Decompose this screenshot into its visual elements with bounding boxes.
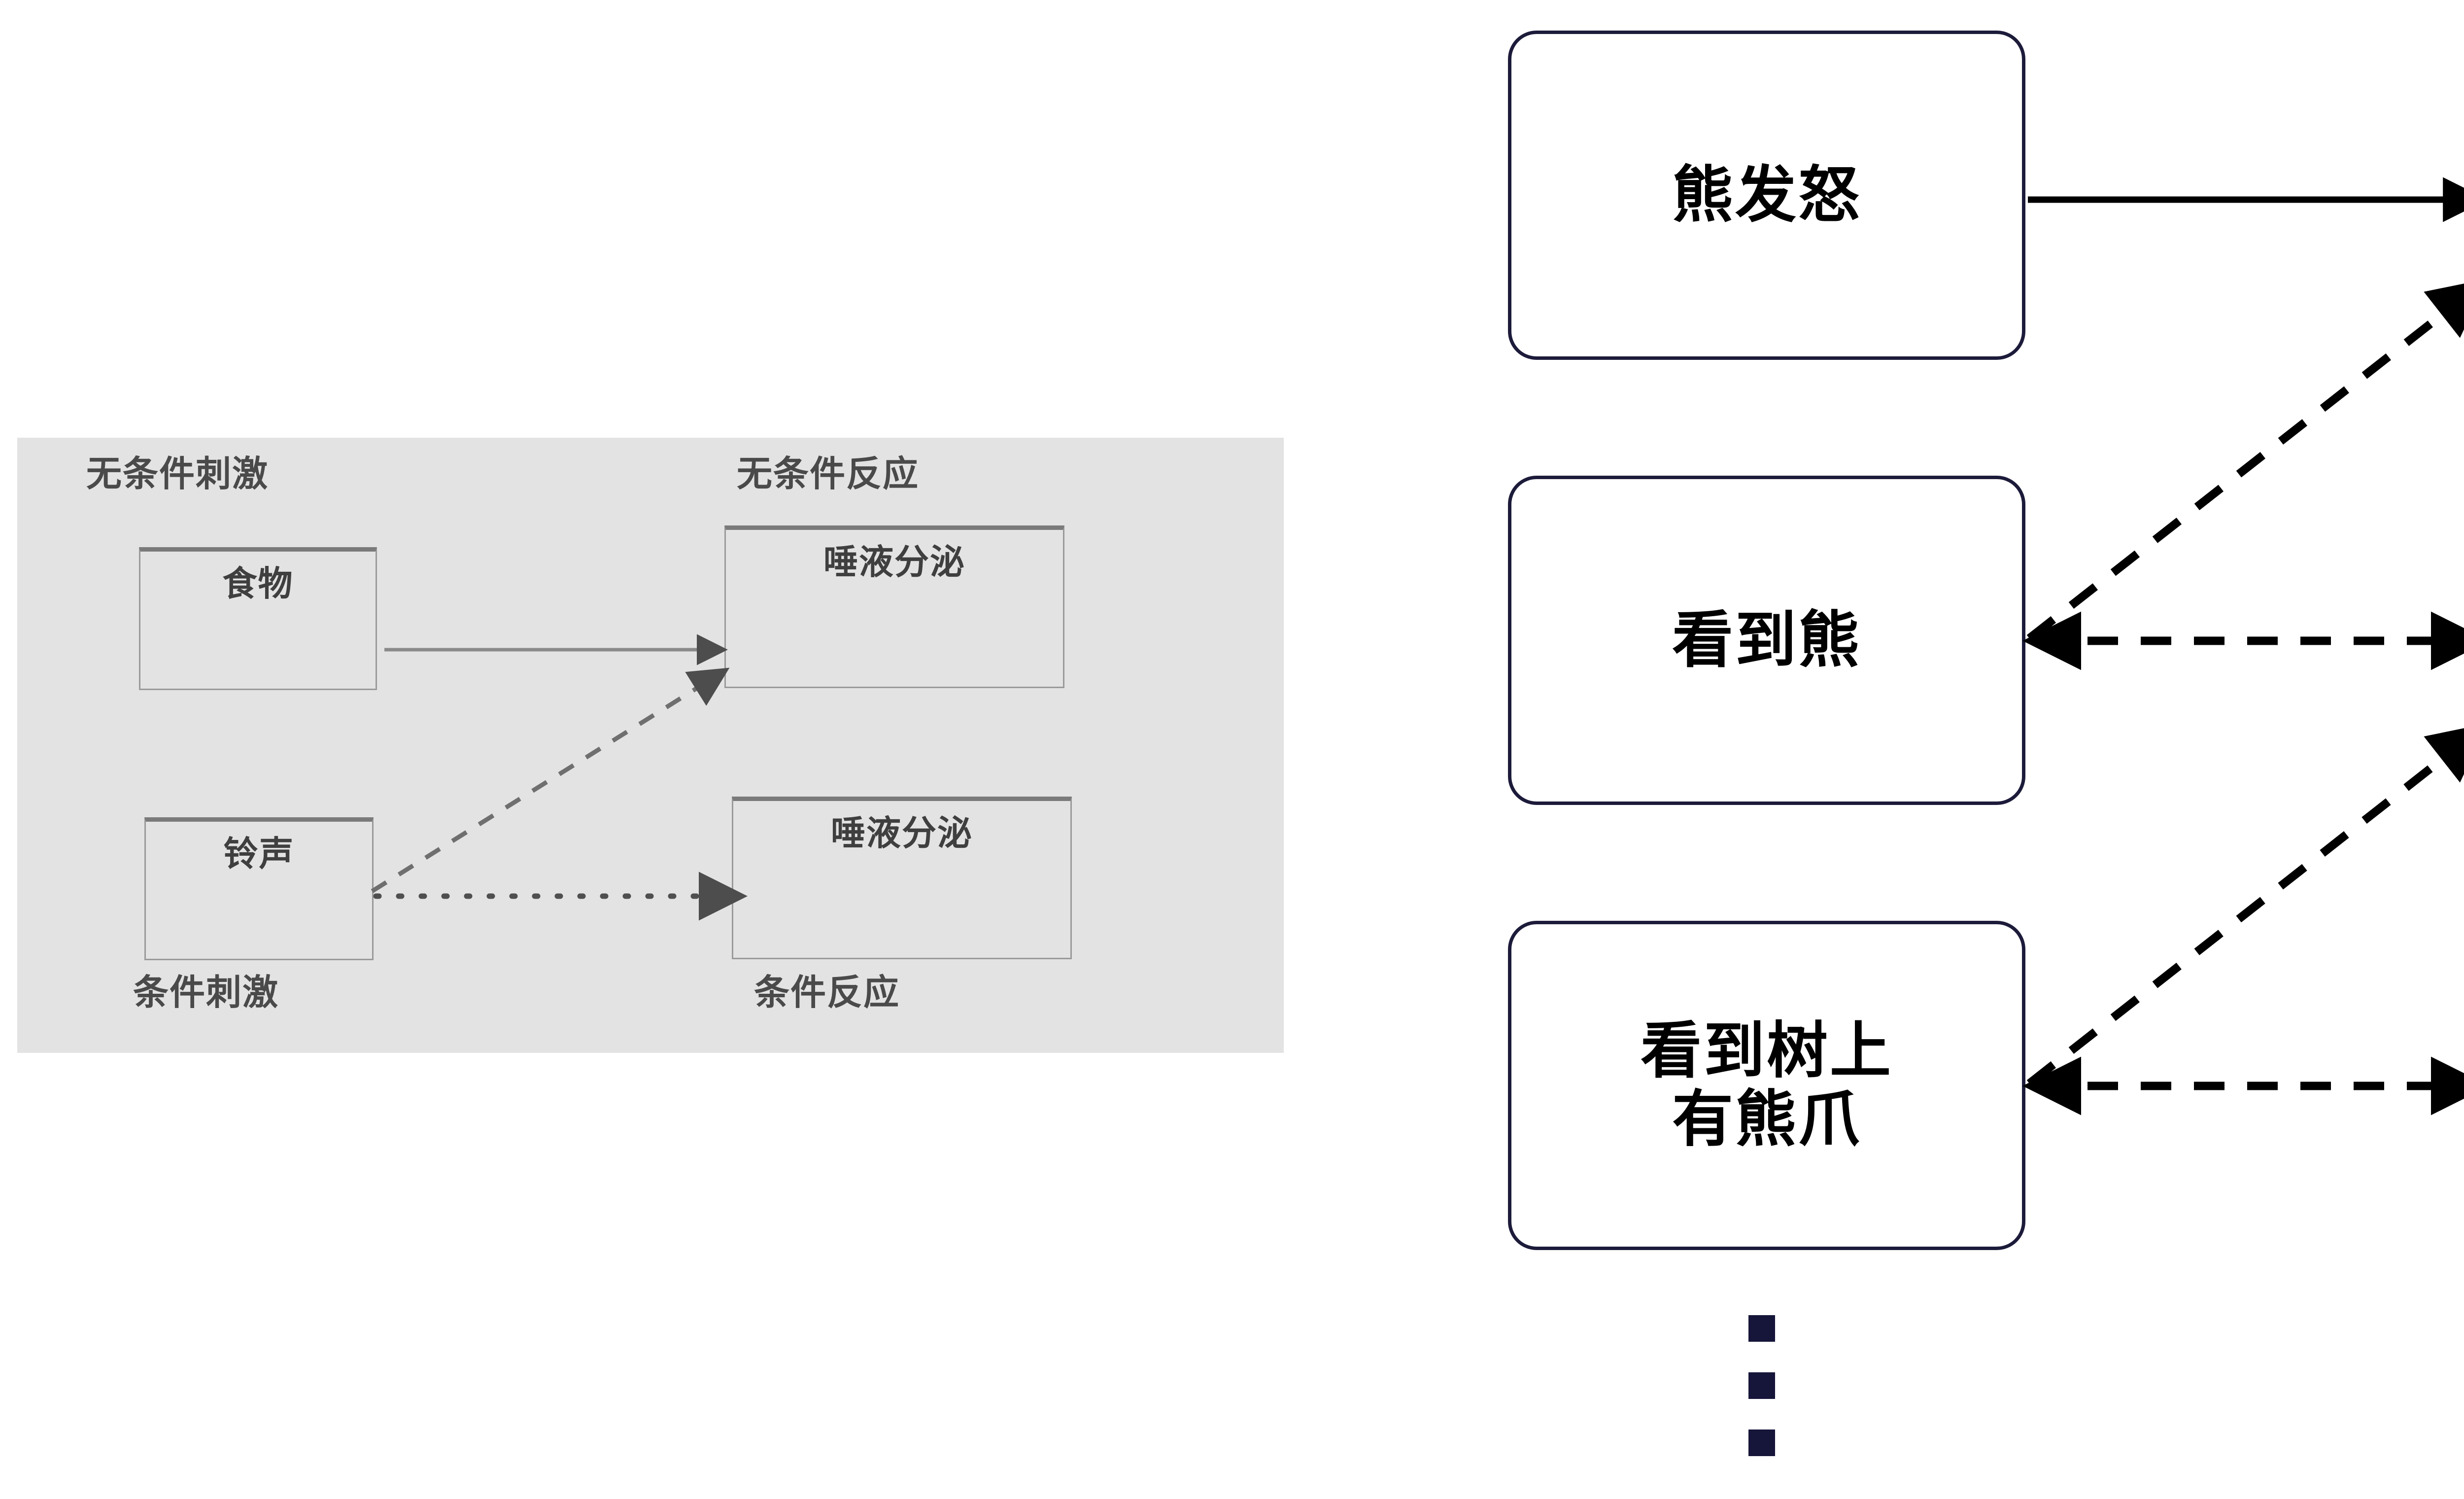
ellipsis-square [1748, 1315, 1775, 1342]
label-conditioned-stimulus: 条件刺激 [133, 973, 279, 1012]
rl-box-see-bear[interactable]: 看到熊 [1508, 476, 2025, 805]
pavlov-box-salivation-conditioned: 唾液分泌 [732, 797, 1072, 959]
rl-box-see-claw-on-tree[interactable]: 看到树上 有熊爪 [1508, 921, 2025, 1250]
pavlov-box-food-label: 食物 [222, 564, 294, 603]
rl-box-bear-angry-label: 熊发怒 [1672, 161, 1861, 229]
pavlov-box-bell: 铃声 [144, 817, 374, 960]
pavlov-box-salivation-2-label: 唾液分泌 [831, 814, 973, 852]
edge-see-bear-to-reward [2026, 279, 2464, 642]
ellipsis-square [1748, 1372, 1775, 1399]
ellipsis-square [1748, 1429, 1775, 1456]
rl-box-bear-angry[interactable]: 熊发怒 [1508, 31, 2025, 360]
edge-see-claw-to-value-next-state [2026, 723, 2464, 1087]
pavlov-box-salivation-unconditioned: 唾液分泌 [724, 525, 1064, 688]
pavlov-box-salivation-1-label: 唾液分泌 [823, 543, 965, 581]
pavlov-edges [371, 634, 748, 921]
label-unconditioned-response: 无条件反应 [737, 454, 920, 494]
label-conditioned-response: 条件反应 [754, 973, 900, 1012]
more-states-left-ellipsis [1748, 1315, 1775, 1456]
label-unconditioned-stimulus: 无条件刺激 [86, 454, 269, 494]
rl-box-see-bear-label: 看到熊 [1672, 606, 1861, 674]
edge-bell-to-salivation-upper [371, 667, 730, 893]
rl-box-see-claw-label: 看到树上 有熊爪 [1640, 1017, 1893, 1153]
classical-conditioning-panel: 无条件刺激 无条件反应 条件刺激 条件反应 食物 铃声 唾液分泌 唾液分泌 [17, 438, 1284, 1053]
pavlov-box-bell-label: 铃声 [223, 835, 295, 873]
pavlov-box-food: 食物 [139, 547, 377, 690]
